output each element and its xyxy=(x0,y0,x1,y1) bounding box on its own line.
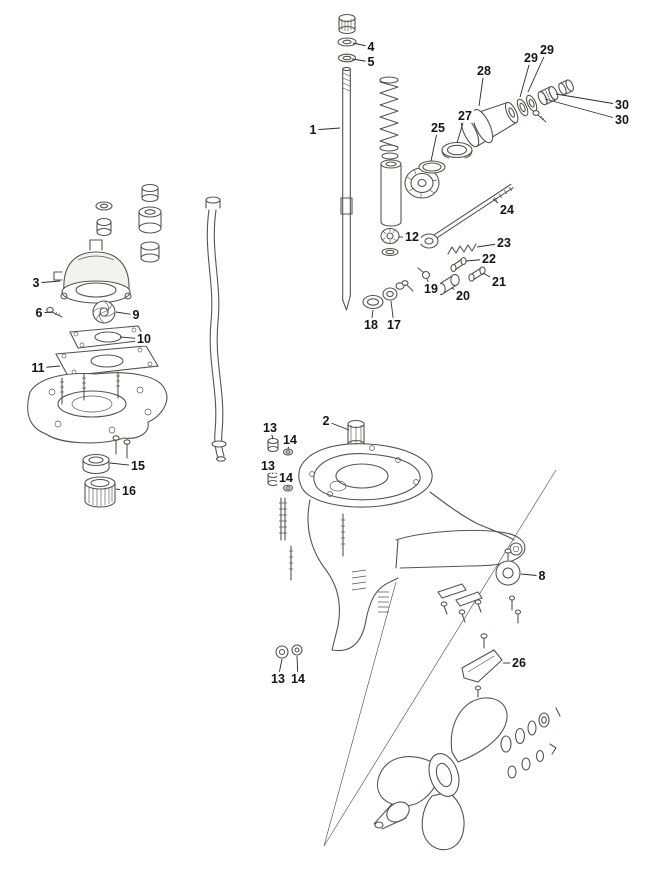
leader-line-24-10 xyxy=(492,198,508,211)
leader-line-8-31 xyxy=(520,573,543,577)
leader-line-11-23 xyxy=(37,365,61,369)
leader-line-14-33 xyxy=(296,655,299,680)
gearcase-housing-art xyxy=(267,419,557,847)
leader-line-13-32 xyxy=(277,658,283,680)
leader-line-18-17 xyxy=(370,309,374,326)
leader-line-21-14 xyxy=(482,272,500,283)
leader-line-5-1 xyxy=(351,58,372,63)
leader-line-13-27 xyxy=(269,427,274,440)
leader-line-17-18 xyxy=(390,300,395,326)
leader-line-29-4 xyxy=(519,57,532,98)
leader-line-4-0 xyxy=(352,42,372,48)
driveshaft-assembly-art xyxy=(337,13,405,311)
water-tube-art xyxy=(205,196,227,462)
leader-line-2-26 xyxy=(325,420,350,431)
leader-line-25-9 xyxy=(430,127,439,162)
leader-line-19-16 xyxy=(426,278,432,290)
leader-line-1-2 xyxy=(312,127,341,131)
bearing-carrier-art xyxy=(460,79,574,148)
leader-line-3-19 xyxy=(35,280,61,284)
leader-line-16-25 xyxy=(115,488,130,492)
leader-line-22-13 xyxy=(465,258,490,262)
water-pump-art xyxy=(27,183,168,508)
leader-line-15-24 xyxy=(109,462,139,467)
leader-line-28-3 xyxy=(478,70,485,107)
leader-line-20-15 xyxy=(451,287,464,297)
carrier-screw-art xyxy=(532,110,547,123)
shift-plunger-parts-art xyxy=(401,243,486,296)
leader-line-9-21 xyxy=(115,311,137,316)
leader-line-23-12 xyxy=(476,242,505,248)
forward-gear-art xyxy=(404,141,473,199)
leader-line-30-6 xyxy=(555,93,623,106)
leader-line-29-5 xyxy=(527,49,548,93)
leader-line-14-28 xyxy=(287,439,291,450)
propeller-art xyxy=(373,697,561,851)
leader-line-30-7 xyxy=(544,98,623,121)
